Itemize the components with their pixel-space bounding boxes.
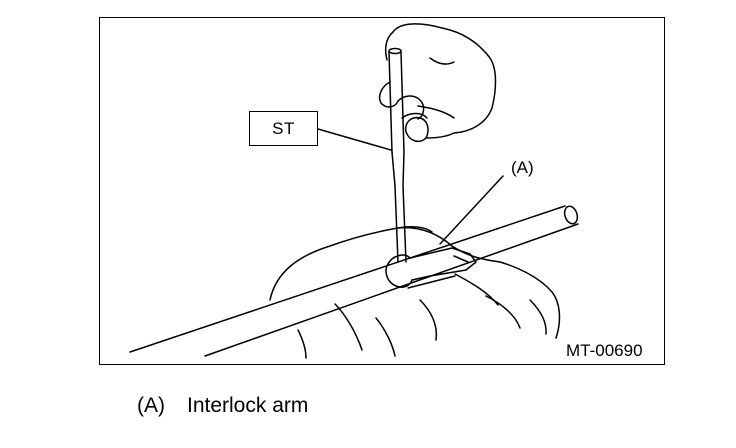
- rag-illustration: [269, 226, 561, 359]
- legend-key: (A): [137, 394, 165, 417]
- shift-rod-illustration: [129, 205, 579, 357]
- callout-a-leader-line: [439, 175, 504, 245]
- special-tool-illustration: [388, 47, 407, 263]
- tool-label: ST: [272, 118, 295, 138]
- legend: (A) Interlock arm: [137, 394, 308, 418]
- hand-illustration: [378, 23, 497, 143]
- interlock-arm-illustration: [385, 247, 477, 289]
- callout-label: (A): [511, 158, 534, 177]
- figure-code: MT-00690: [566, 341, 643, 360]
- tool-label-box: ST: [249, 111, 318, 146]
- legend-description: Interlock arm: [187, 394, 309, 417]
- figure-frame: [99, 17, 665, 365]
- st-leader-line: [317, 128, 392, 151]
